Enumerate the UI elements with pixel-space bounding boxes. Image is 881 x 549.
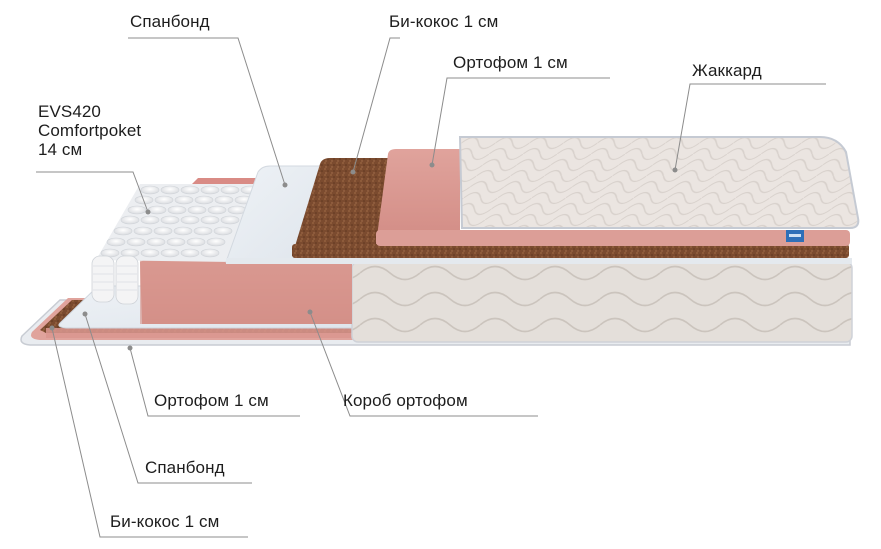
leader-dots: [49, 162, 678, 351]
top-bicocos-layer: [292, 158, 849, 258]
label-springs: EVS420 Comfortpoket 14 см: [38, 102, 142, 159]
label-ortofom-top: Ортофом 1 см: [453, 53, 568, 72]
label-box-ortofom: Короб ортофом: [343, 391, 468, 410]
label-spunbond-top: Спанбонд: [130, 12, 210, 31]
label-jacquard: Жаккард: [692, 61, 762, 80]
label-spunbond-bottom: Спанбонд: [145, 458, 225, 477]
spring-column: [91, 255, 139, 305]
leader-lines: [36, 37, 826, 538]
label-ortofom-bottom: Ортофом 1 см: [154, 391, 269, 410]
label-bicocos-top: Би-кокос 1 см: [389, 12, 499, 31]
bottom-ortofom-layer: [46, 328, 360, 338]
jacquard-top-layer: [458, 136, 860, 242]
top-ortofom-layer: [376, 149, 850, 246]
pocket-springs: [91, 184, 268, 305]
box-side-jacquard: [351, 261, 853, 343]
ortofom-box: [140, 178, 352, 324]
label-bicocos-bottom: Би-кокос 1 см: [110, 512, 220, 531]
